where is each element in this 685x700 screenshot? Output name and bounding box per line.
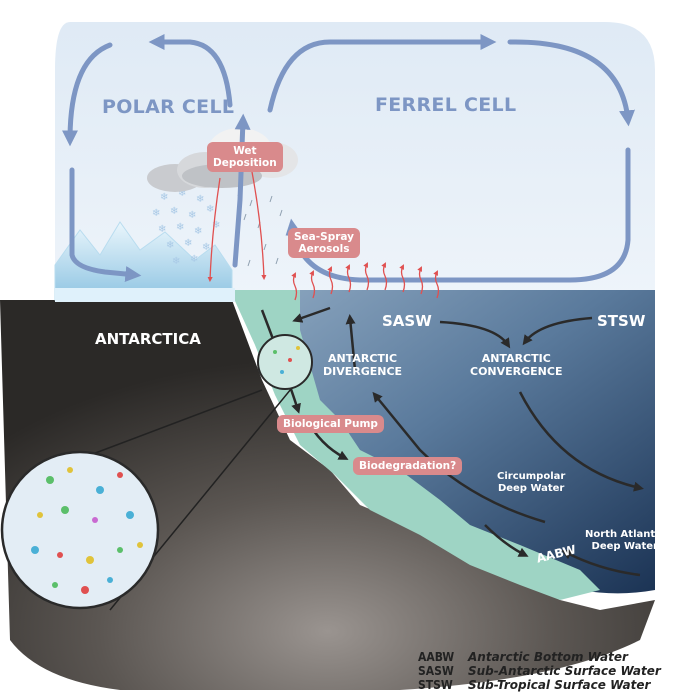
svg-text:❄: ❄ bbox=[202, 242, 210, 253]
biological-pump-tag: Biological Pump bbox=[277, 415, 384, 433]
antarctica-label: ANTARCTICA bbox=[95, 330, 201, 348]
antarctic-divergence-label: ANTARCTIC DIVERGENCE bbox=[323, 352, 402, 378]
svg-text:❄: ❄ bbox=[184, 238, 192, 249]
circumpolar-line1: Circumpolar bbox=[497, 471, 566, 482]
svg-text:❄: ❄ bbox=[176, 222, 184, 233]
stsw-label: STSW bbox=[597, 312, 646, 330]
wet-deposition-line2: Deposition bbox=[213, 157, 277, 169]
sky-background bbox=[55, 22, 655, 300]
svg-text:❄: ❄ bbox=[194, 226, 202, 237]
divergence-line2: DIVERGENCE bbox=[323, 365, 403, 378]
iceberg-icon bbox=[54, 221, 233, 301]
svg-text:❄: ❄ bbox=[190, 254, 198, 265]
legend-row: SASW Sub-Antarctic Surface Water bbox=[418, 664, 661, 678]
abbreviation-legend: AABW Antarctic Bottom Water SASW Sub-Ant… bbox=[418, 650, 661, 692]
legend-abbr: STSW bbox=[418, 678, 453, 692]
svg-text:❄: ❄ bbox=[160, 192, 168, 203]
polar-cell-label: POLAR CELL bbox=[102, 96, 235, 118]
sea-spray-line2: Aerosols bbox=[298, 243, 350, 255]
legend-full: Sub-Tropical Surface Water bbox=[468, 678, 651, 692]
svg-text:❄: ❄ bbox=[170, 206, 178, 217]
plankton-icon bbox=[31, 346, 300, 594]
convergence-line1: ANTARCTIC bbox=[481, 352, 551, 365]
legend-abbr: AABW bbox=[418, 650, 455, 664]
circumpolar-deep-water-label: Circumpolar Deep Water bbox=[497, 471, 565, 495]
snowflake-icon: ❄❄❄ ❄❄❄❄ ❄❄❄❄ ❄❄❄ ❄❄ bbox=[152, 188, 220, 267]
svg-text:❄: ❄ bbox=[188, 210, 196, 221]
convergence-line2: CONVERGENCE bbox=[470, 365, 563, 378]
sea-spray-aerosols-tag: Sea-Spray Aerosols bbox=[288, 228, 360, 258]
north-atlantic-deep-water-label: North Atlantic Deep Water bbox=[585, 529, 665, 553]
svg-text:❄: ❄ bbox=[166, 240, 174, 251]
sea-spray-arrows bbox=[207, 171, 440, 301]
antarctic-convergence-label: ANTARCTIC CONVERGENCE bbox=[470, 352, 562, 378]
wet-deposition-line1: Wet bbox=[233, 145, 257, 157]
legend-row: AABW Antarctic Bottom Water bbox=[418, 650, 661, 664]
sasw-label: SASW bbox=[382, 312, 432, 330]
north-atlantic-line1: North Atlantic bbox=[585, 529, 665, 540]
zoom-line bbox=[89, 389, 263, 456]
ferrel-cell-label: FERREL CELL bbox=[375, 94, 517, 116]
divergence-line1: ANTARCTIC bbox=[327, 352, 398, 365]
legend-abbr: SASW bbox=[418, 664, 454, 678]
plankton-zoom-small bbox=[257, 334, 313, 390]
legend-full: Sub-Antarctic Surface Water bbox=[468, 664, 661, 678]
sea-spray-line1: Sea-Spray bbox=[294, 231, 354, 243]
biodegradation-tag: Biodegradation? bbox=[353, 457, 463, 475]
svg-text:❄: ❄ bbox=[172, 256, 180, 267]
plankton-zoom-large bbox=[0, 450, 160, 610]
svg-text:❄: ❄ bbox=[178, 188, 186, 199]
legend-row: STSW Sub-Tropical Surface Water bbox=[418, 678, 661, 692]
legend-full: Antarctic Bottom Water bbox=[468, 650, 628, 664]
ocean-body bbox=[230, 290, 655, 594]
north-atlantic-line2: Deep Water bbox=[591, 541, 658, 552]
svg-text:❄: ❄ bbox=[196, 194, 204, 205]
svg-text:❄: ❄ bbox=[206, 204, 214, 215]
ground-cross-section bbox=[0, 300, 655, 690]
svg-text:❄: ❄ bbox=[152, 208, 160, 219]
circumpolar-line2: Deep Water bbox=[497, 483, 565, 494]
wet-deposition-tag: Wet Deposition bbox=[207, 142, 283, 172]
svg-text:❄: ❄ bbox=[212, 220, 220, 231]
svg-text:❄: ❄ bbox=[158, 224, 166, 235]
